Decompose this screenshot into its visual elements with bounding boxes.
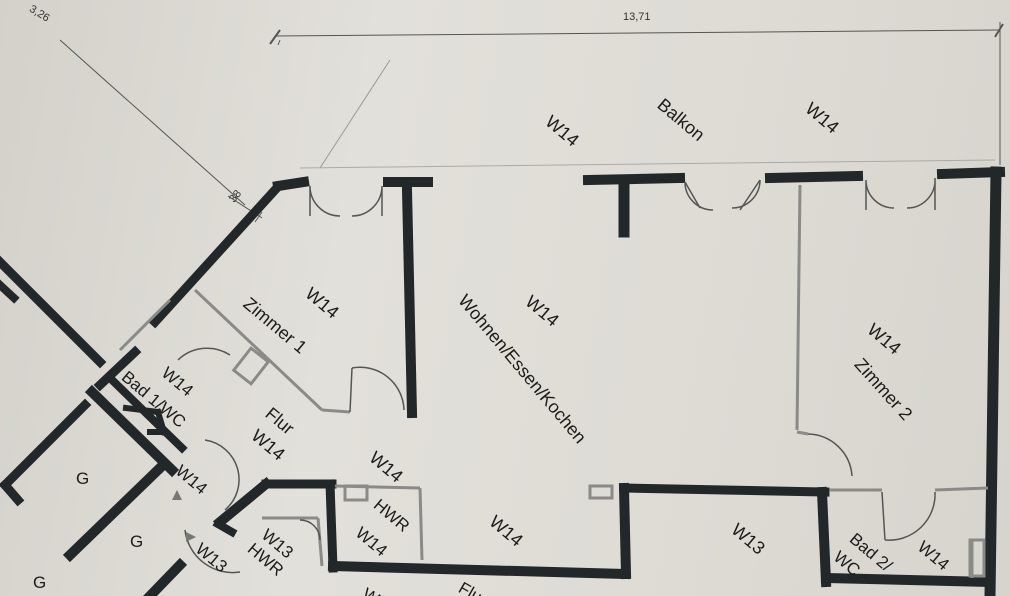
balkon-edge-line bbox=[299, 159, 996, 169]
wall-bottom-right bbox=[820, 572, 996, 588]
diagonal-construction-line bbox=[59, 39, 246, 206]
wall-divider-1 bbox=[401, 184, 418, 419]
wall-g-right bbox=[62, 460, 168, 563]
wall-hwr-stub bbox=[212, 518, 238, 538]
wall-bottom-main bbox=[327, 560, 631, 580]
column-hwr bbox=[343, 484, 369, 502]
door-zimmer2 bbox=[807, 433, 853, 477]
wall-left-diagonal bbox=[148, 183, 282, 329]
doors bbox=[177, 177, 936, 574]
wall-bad1-box-2 bbox=[154, 408, 168, 436]
thin-wall-zimmer2-left bbox=[795, 184, 802, 431]
wall-top-mid2 bbox=[582, 172, 686, 186]
arrow-up-icon bbox=[172, 490, 182, 500]
wall-g-left-end bbox=[0, 478, 25, 507]
garage-label-3: G bbox=[33, 573, 47, 592]
wall-right-bath-vertical bbox=[816, 486, 832, 588]
wall-bad1-outer bbox=[84, 384, 180, 478]
door-balkon-right bbox=[865, 177, 936, 210]
dimension-tick-right bbox=[994, 23, 1004, 38]
dimension-line-top bbox=[274, 29, 1001, 37]
door-bad1 bbox=[177, 347, 231, 361]
door-bad2 bbox=[881, 491, 936, 541]
door-hwr bbox=[299, 519, 321, 541]
dim-total-width: 13,71 bbox=[623, 11, 651, 23]
stub-dim-tick bbox=[254, 211, 263, 223]
garage-label-1: G bbox=[76, 469, 90, 488]
wall-top-left-corner bbox=[272, 176, 310, 192]
wall-left-outer-1 bbox=[0, 255, 107, 369]
thin-wall-hwr-2 bbox=[418, 487, 424, 561]
thin-wall-flur-left bbox=[118, 298, 172, 352]
column-flur bbox=[231, 346, 271, 386]
wall-top-mid3 bbox=[764, 170, 864, 184]
door-balkon-mid bbox=[684, 179, 761, 211]
column-notch bbox=[588, 484, 614, 500]
wall-top-right bbox=[936, 166, 1006, 180]
wall-left-outer-2 bbox=[0, 279, 20, 304]
wall-right-outer bbox=[984, 166, 1002, 596]
garage-label-2: G bbox=[130, 532, 144, 551]
thin-wall-zimmer1-door bbox=[321, 408, 351, 414]
door-zimmer1 bbox=[349, 366, 405, 413]
balkon-slope-line bbox=[319, 59, 391, 169]
wall-g-left bbox=[0, 398, 92, 492]
balkon-diagonal-line bbox=[277, 39, 281, 46]
walls bbox=[0, 166, 1006, 596]
wall-notch-vertical bbox=[618, 482, 632, 580]
door-flur-lower bbox=[204, 439, 240, 511]
thin-wall-hwr-4 bbox=[316, 517, 324, 567]
wall-hwr-vertical bbox=[325, 479, 338, 573]
dimension-tick-left bbox=[269, 29, 281, 45]
door-balkon-left bbox=[309, 185, 383, 217]
dimension-lines bbox=[59, 22, 1004, 223]
column-right bbox=[968, 538, 986, 578]
arrow-right-icon bbox=[186, 532, 196, 542]
wall-notch-top bbox=[619, 483, 830, 497]
wall-bottom-left bbox=[143, 557, 188, 596]
thin-wall-zimmer2-door bbox=[796, 430, 809, 436]
thin-wall-zimmer1-bottom bbox=[193, 288, 324, 412]
wall-bad1-box-1 bbox=[122, 404, 162, 416]
thin-wall-bad2-top-2 bbox=[934, 486, 989, 492]
stair-arrows bbox=[172, 490, 196, 542]
wall-hwr-top bbox=[212, 476, 274, 530]
thin-walls bbox=[118, 184, 989, 578]
